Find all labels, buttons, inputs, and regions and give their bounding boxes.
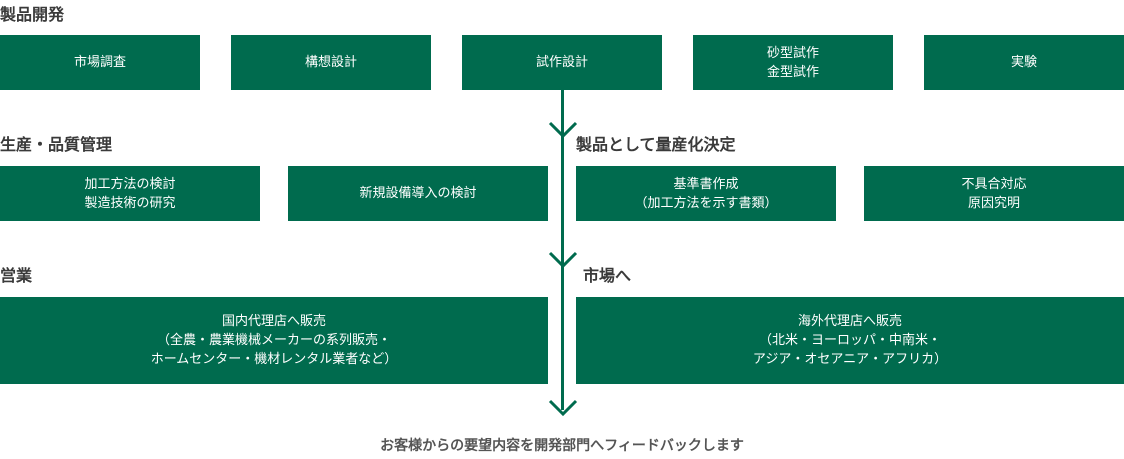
flow-line — [561, 90, 564, 410]
box-standard-document: 基準書作成 （加工方法を示す書類） — [576, 166, 836, 221]
heading-to-market: 市場へ — [583, 266, 632, 285]
box-prototype-casting: 砂型試作 金型試作 — [693, 35, 893, 90]
box-overseas-sales-label: 海外代理店へ販売 （北米・ヨーロッパ・中南米・ アジア・オセアニア・アフリカ） — [752, 314, 948, 367]
box-processing-method-label: 加工方法の検討 製造技術の研究 — [84, 176, 176, 211]
box-market-research-label: 市場調査 — [73, 55, 126, 70]
box-new-equipment-label: 新規設備導入の検討 — [359, 186, 477, 201]
box-prototype-design: 試作設計 — [462, 35, 662, 90]
chevron-down-icon — [548, 399, 578, 417]
box-experiment: 実験 — [924, 35, 1124, 90]
box-processing-method: 加工方法の検討 製造技術の研究 — [0, 166, 260, 221]
box-defect-response-label: 不具合対応 原因究明 — [961, 176, 1027, 211]
box-prototype-casting-label: 砂型試作 金型試作 — [766, 45, 819, 80]
box-domestic-sales: 国内代理店へ販売 （全農・農業機械メーカーの系列販売・ ホームセンター・機材レン… — [0, 297, 548, 384]
heading-sales: 営業 — [0, 266, 33, 285]
chevron-down-icon — [548, 251, 578, 269]
box-new-equipment: 新規設備導入の検討 — [288, 166, 548, 221]
box-concept-design-label: 構想設計 — [304, 55, 357, 70]
chevron-down-icon — [548, 121, 578, 139]
box-overseas-sales: 海外代理店へ販売 （北米・ヨーロッパ・中南米・ アジア・オセアニア・アフリカ） — [576, 297, 1124, 384]
heading-product-development: 製品開発 — [0, 5, 65, 24]
box-concept-design: 構想設計 — [231, 35, 431, 90]
footer-feedback-text: お客様からの要望内容を開発部門へフィードバックします — [380, 438, 744, 454]
box-experiment-label: 実験 — [1010, 55, 1037, 70]
box-prototype-design-label: 試作設計 — [535, 55, 588, 70]
box-domestic-sales-label: 国内代理店へ販売 （全農・農業機械メーカーの系列販売・ ホームセンター・機材レン… — [150, 314, 398, 367]
heading-production-quality: 生産・品質管理 — [0, 135, 113, 154]
box-defect-response: 不具合対応 原因究明 — [864, 166, 1124, 221]
heading-mass-production: 製品として量産化決定 — [576, 135, 736, 154]
box-market-research: 市場調査 — [0, 35, 200, 90]
box-standard-document-label: 基準書作成 （加工方法を示す書類） — [634, 176, 778, 211]
